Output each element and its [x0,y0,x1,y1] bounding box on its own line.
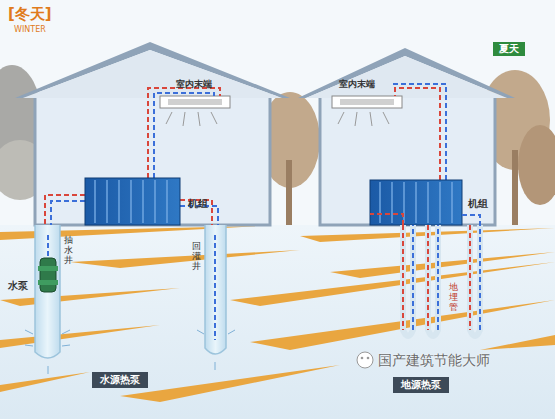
indoor-terminal-label: 室内末端 [176,79,212,89]
unit-label: 机组 [468,198,488,210]
unit-label: 机组 [188,198,208,210]
season-title: [冬天] [8,6,52,23]
label-box: 水源热泵 [92,372,148,388]
label-box: 地源热泵 [393,377,449,393]
watermark: 国产建筑节能大师 [378,352,490,368]
box-text: 水源热泵 [100,374,140,385]
season-subtitle: WINTER [14,25,46,34]
well-label: 回灌井 [192,242,201,272]
well-label: 抽水井 [64,236,73,266]
pump-label: 水泵 [8,280,28,292]
box-text: 夏天 [499,43,519,54]
label-box: 夏天 [493,42,525,56]
pipe-label: 地埋管 [449,283,458,313]
indoor-terminal-label: 室内末端 [339,79,375,89]
box-text: 地源热泵 [401,379,441,390]
